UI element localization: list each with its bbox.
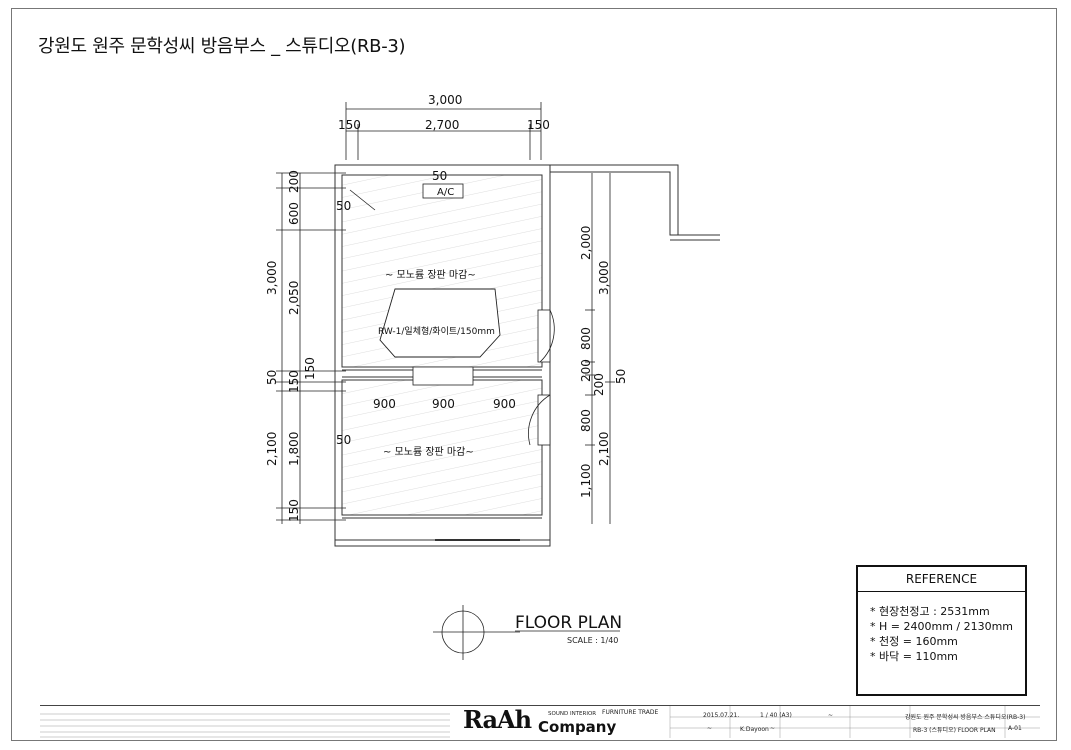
date-value: 2015.07.21. [703, 712, 740, 719]
reference-item: * H = 2400mm / 2130mm [870, 620, 1014, 633]
ac-label: A/C [437, 187, 454, 198]
dim-right-200-b: 200 [592, 373, 606, 396]
scale-value: 1 / 40 (A3) [760, 712, 792, 719]
dim-left-150-a: 150 [287, 370, 301, 393]
dash-value: ~ [770, 725, 776, 732]
reference-item: * 현장천정고 : 2531mm [870, 605, 990, 618]
dim-left-2050: 2,050 [287, 281, 301, 315]
project-value: 강원도 원주 문학성씨 방음부스 스튜디오(RB-3) [905, 714, 1026, 721]
dim-left-200: 200 [287, 170, 301, 193]
company-logo-brand: RaAh [463, 705, 532, 734]
dim-900-a: 900 [373, 397, 396, 411]
title-block-grid [40, 706, 1040, 738]
drawn-by-value: K.Dayoon [740, 726, 769, 733]
dim-left-3000: 3,000 [265, 261, 279, 295]
dim-right-3000: 3,000 [597, 261, 611, 295]
company-sound-interior: SOUND INTERIOR [548, 711, 597, 717]
reference-list: * 현장천정고 : 2531mm * H = 2400mm / 2130mm *… [858, 592, 1025, 664]
dim-top-total: 3,000 [428, 93, 462, 107]
dim-top-right: 150 [527, 118, 550, 132]
drawing-title-value: RB-3 (스튜디오) FLOOR PLAN [913, 727, 996, 734]
dim-left-600: 600 [287, 202, 301, 225]
reference-item: * 바닥 = 110mm [870, 650, 958, 663]
dim-inner-50-top: 50 [432, 169, 447, 183]
dash-value: ~ [707, 725, 713, 732]
page-number: A-01 [1008, 725, 1022, 732]
dim-top-mid: 2,700 [425, 118, 459, 132]
dim-900-b: 900 [432, 397, 455, 411]
dim-left-50: 50 [265, 370, 279, 385]
dim-left-150-b: 150 [303, 357, 317, 380]
dim-top-left: 150 [338, 118, 361, 132]
reference-item: * 천정 = 160mm [870, 635, 958, 648]
dim-right-2100: 2,100 [597, 432, 611, 466]
reference-box: REFERENCE * 현장천정고 : 2531mm * H = 2400mm … [856, 565, 1027, 696]
drawing-sheet-border [11, 8, 1057, 741]
dim-right-50: 50 [614, 369, 628, 384]
floor-finish-label-1: ~ 모노륨 장판 마감~ [385, 269, 476, 281]
dim-right-800-a: 800 [579, 327, 593, 350]
dim-inner-50-left2: 50 [336, 433, 351, 447]
floor-plan-scale: SCALE : 1/40 [567, 636, 619, 645]
drawing-title: 강원도 원주 문학성씨 방음부스 _ 스튜디오(RB-3) [38, 36, 406, 57]
dash-value: ~ [828, 712, 834, 719]
company-logo-name: Company [538, 718, 617, 736]
dim-left-2100: 2,100 [265, 432, 279, 466]
title-block [40, 705, 1040, 738]
dim-right-2000: 2,000 [579, 226, 593, 260]
dim-inner-50-left1: 50 [336, 199, 351, 213]
floor-plan-title: FLOOR PLAN [515, 613, 623, 633]
company-furniture-trade: FURNITURE TRADE [602, 709, 659, 716]
dim-left-1800: 1,800 [287, 432, 301, 466]
dim-right-1100: 1,100 [579, 464, 593, 498]
reference-heading: REFERENCE [858, 567, 1025, 592]
dim-left-150-c: 150 [287, 499, 301, 522]
floor-finish-label-2: ~ 모노륨 장판 마감~ [383, 446, 474, 458]
dim-right-800-b: 800 [579, 409, 593, 432]
dim-right-200-a: 200 [579, 359, 593, 382]
dim-900-c: 900 [493, 397, 516, 411]
desk-label: RW-1/일체형/화이트/150mm [378, 326, 495, 337]
